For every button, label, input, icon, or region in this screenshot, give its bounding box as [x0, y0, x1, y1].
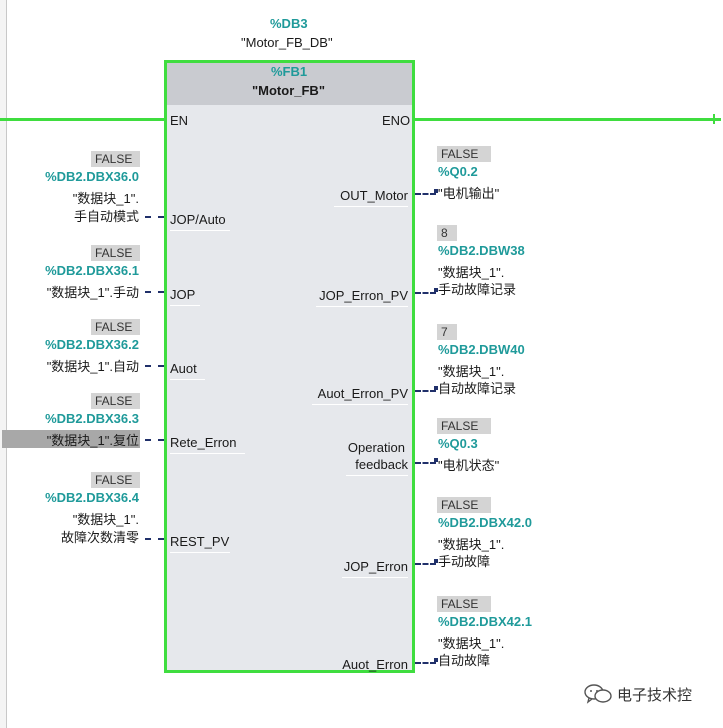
- output-connector-end: [434, 658, 438, 662]
- output-connector: [415, 563, 436, 565]
- output-symbol-line2[interactable]: 自动故障: [438, 653, 491, 668]
- input-address[interactable]: %DB2.DBX36.2: [45, 337, 139, 352]
- output-connector: [415, 390, 436, 392]
- pin-rest-pv: REST_PV: [170, 534, 230, 549]
- output-address[interactable]: %DB2.DBX42.1: [438, 614, 532, 629]
- wire-end-marker: [713, 114, 719, 124]
- input-connector: [145, 439, 164, 441]
- power-wire-left: [0, 118, 164, 121]
- input-address[interactable]: %DB2.DBX36.0: [45, 169, 139, 184]
- pin-separator: [170, 230, 230, 231]
- pin-separator: [170, 379, 205, 380]
- wechat-icon: [584, 684, 612, 704]
- output-symbol-line2[interactable]: 手动故障: [438, 554, 491, 569]
- input-value-badge: FALSE: [91, 472, 140, 488]
- pin-out-motor: OUT_Motor: [340, 188, 408, 203]
- pin-separator: [346, 475, 408, 476]
- pin-separator: [334, 206, 408, 207]
- output-address[interactable]: %Q0.2: [438, 164, 478, 179]
- pin-separator: [316, 306, 408, 307]
- output-address[interactable]: %DB2.DBW38: [438, 243, 525, 258]
- output-connector-end: [434, 288, 438, 292]
- output-symbol[interactable]: "数据块_1".: [438, 364, 505, 379]
- output-connector-end: [434, 559, 438, 563]
- pin-separator: [312, 404, 408, 405]
- instance-db-name[interactable]: "Motor_FB_DB": [241, 35, 333, 50]
- output-address[interactable]: %Q0.3: [438, 436, 478, 451]
- input-symbol[interactable]: "数据块_1".自动: [46, 359, 139, 374]
- pin-separator: [342, 577, 408, 578]
- input-connector: [145, 365, 164, 367]
- pin-en: EN: [170, 113, 189, 128]
- pin-jop-erron: JOP_Erron: [343, 559, 408, 574]
- input-connector: [145, 538, 164, 540]
- function-block[interactable]: %FB1 "Motor_FB" EN ENO JOP/Auto JOP Auot…: [164, 60, 415, 673]
- watermark-text: 电子技术控: [617, 687, 693, 704]
- fb-number: %FB1: [271, 64, 308, 79]
- output-connector: [415, 292, 436, 294]
- pin-jop-auto: JOP/Auto: [170, 212, 226, 227]
- pin-eno: ENO: [382, 113, 411, 128]
- input-connector: [145, 291, 164, 293]
- output-value-badge: FALSE: [437, 596, 491, 612]
- output-symbol-line2[interactable]: 手动故障记录: [438, 282, 517, 297]
- pin-operation-label: Operation: [347, 440, 405, 455]
- output-symbol[interactable]: "电机状态": [438, 458, 500, 473]
- pin-rete-erron: Rete_Erron: [170, 435, 237, 450]
- pin-jop-erron-pv: JOP_Erron_PV: [319, 288, 408, 303]
- input-symbol[interactable]: "数据块_1".: [72, 512, 139, 527]
- output-connector-end: [434, 386, 438, 390]
- pin-auot: Auot: [170, 361, 197, 376]
- output-symbol[interactable]: "数据块_1".: [438, 537, 505, 552]
- output-value-badge: 7: [437, 324, 457, 340]
- input-symbol[interactable]: "数据块_1".复位: [46, 433, 139, 448]
- input-address[interactable]: %DB2.DBX36.4: [45, 490, 139, 505]
- editor-left-rail: [0, 0, 7, 728]
- input-symbol-selected-highlight: [2, 430, 140, 448]
- output-symbol[interactable]: "数据块_1".: [438, 265, 505, 280]
- pin-separator: [170, 453, 245, 454]
- input-value-badge: FALSE: [91, 393, 140, 409]
- input-symbol-line2[interactable]: 故障次数清零: [60, 530, 139, 545]
- output-symbol[interactable]: "电机输出": [438, 186, 500, 201]
- pin-auot-erron-pv: Auot_Erron_PV: [317, 386, 408, 401]
- input-symbol[interactable]: "数据块_1".: [72, 191, 139, 206]
- input-address[interactable]: %DB2.DBX36.1: [45, 263, 139, 278]
- input-connector: [145, 216, 164, 218]
- output-value-badge: FALSE: [437, 418, 491, 434]
- output-connector-end: [434, 458, 438, 462]
- output-address[interactable]: %DB2.DBW40: [438, 342, 525, 357]
- input-value-badge: FALSE: [91, 245, 140, 261]
- output-connector: [415, 462, 436, 464]
- pin-separator: [170, 552, 230, 553]
- input-symbol[interactable]: "数据块_1".手动: [46, 285, 139, 300]
- function-block-header: [167, 63, 412, 105]
- input-address[interactable]: %DB2.DBX36.3: [45, 411, 139, 426]
- fb-name: "Motor_FB": [252, 83, 325, 98]
- input-value-badge: FALSE: [91, 319, 140, 335]
- power-wire-right: [415, 118, 721, 121]
- output-address[interactable]: %DB2.DBX42.0: [438, 515, 532, 530]
- pin-separator: [170, 305, 200, 306]
- output-symbol-line2[interactable]: 自动故障记录: [438, 381, 517, 396]
- pin-jop: JOP: [170, 287, 196, 302]
- output-connector-end: [434, 189, 438, 193]
- output-symbol[interactable]: "数据块_1".: [438, 636, 505, 651]
- output-value-badge: FALSE: [437, 497, 491, 513]
- pin-auot-erron: Auot_Erron: [342, 657, 408, 672]
- input-symbol-line2[interactable]: 手自动模式: [73, 209, 139, 224]
- output-connector: [415, 193, 436, 195]
- output-value-badge: 8: [437, 225, 457, 241]
- input-value-badge: FALSE: [91, 151, 140, 167]
- instance-db-address: %DB3: [270, 16, 308, 31]
- pin-feedback-label: feedback: [355, 457, 408, 472]
- output-value-badge: FALSE: [437, 146, 491, 162]
- output-connector: [415, 662, 436, 664]
